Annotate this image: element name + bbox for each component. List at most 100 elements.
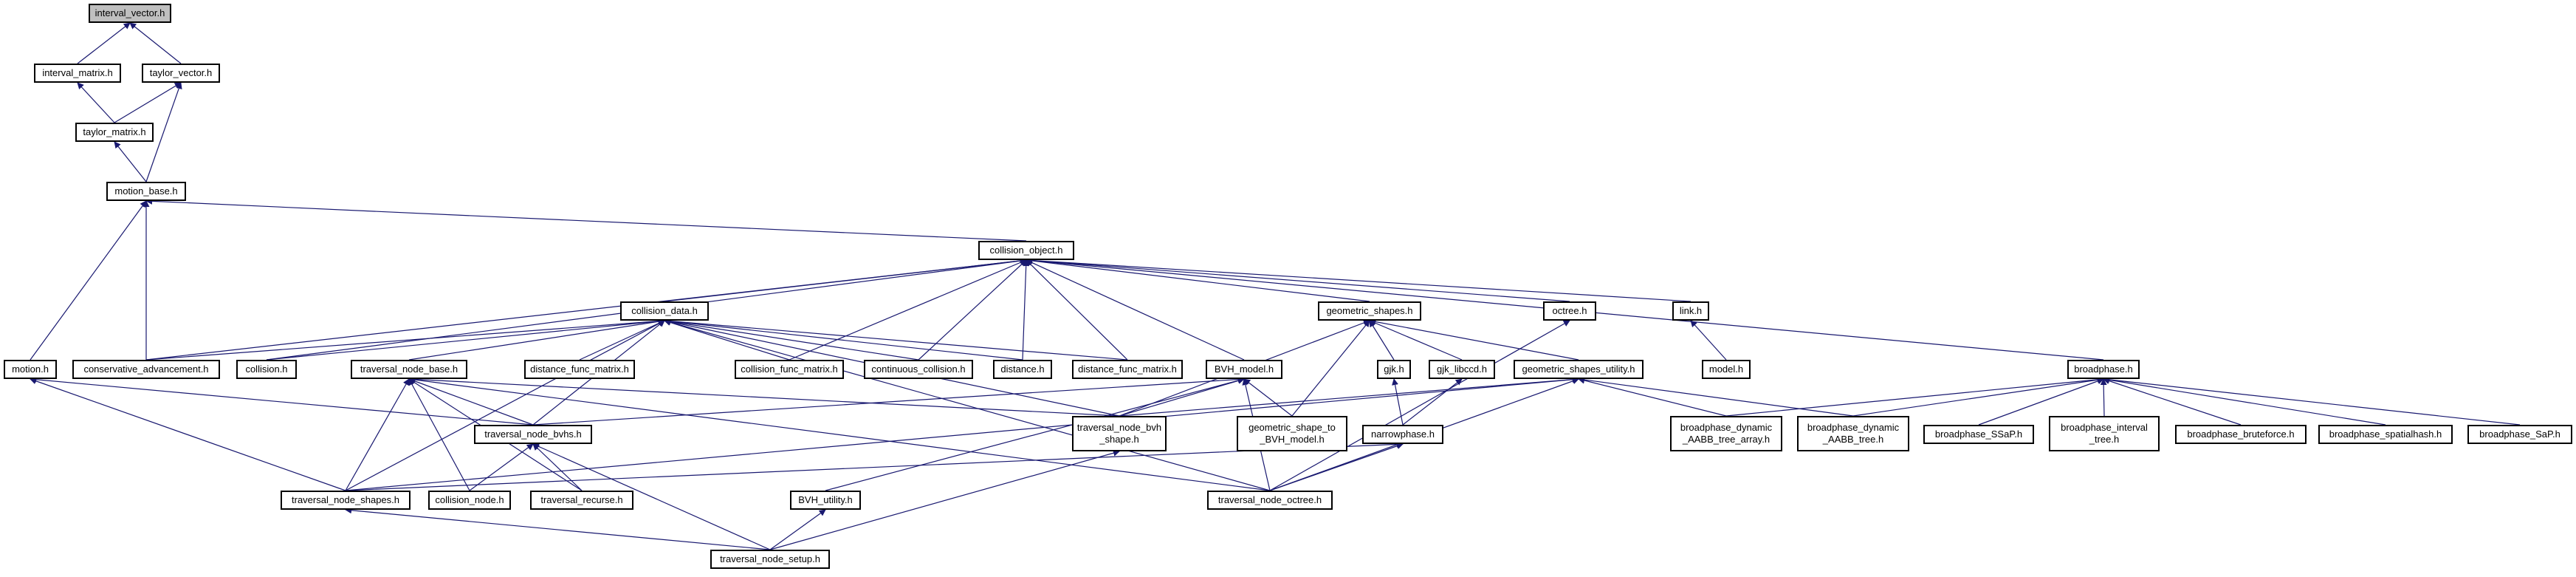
node-collision-object[interactable]: collision_object.h <box>978 241 1074 260</box>
node-collision[interactable]: collision.h <box>236 360 297 379</box>
edge-continuous-collision-to-collision-data <box>664 318 919 361</box>
node-interval-matrix[interactable]: interval_matrix.h <box>34 64 121 83</box>
edge-broadphase-ssap-to-broadphase <box>1978 378 2104 426</box>
node-continuous-collision[interactable]: continuous_collision.h <box>864 360 973 379</box>
node-broadphase-interval-tree[interactable]: broadphase_interval _tree.h <box>2049 416 2160 451</box>
node-gjk[interactable]: gjk.h <box>1377 360 1411 379</box>
dependency-edges <box>30 22 2521 550</box>
node-distance-func-matrix[interactable]: distance_func_matrix.h <box>524 360 635 379</box>
edge-traversal-node-octree-to-narrowphase <box>1269 443 1404 491</box>
edge-distance-func-matrix-2-to-collision-data <box>664 318 1128 361</box>
node-traversal-node-shapes[interactable]: traversal_node_shapes.h <box>281 491 411 510</box>
edge-narrowphase-to-gjk <box>1392 378 1404 426</box>
node-traversal-node-bvhs[interactable]: traversal_node_bvhs.h <box>474 425 592 444</box>
edge-traversal-node-bvh-shape-to-bvh-model <box>1119 377 1245 417</box>
edge-traversal-node-shapes-to-narrowphase <box>345 440 1404 491</box>
edge-motion-base-to-taylor-vector <box>145 82 182 182</box>
edge-continuous-collision-to-collision-object <box>918 259 1027 361</box>
edge-conservative-advancement-to-collision-object <box>145 257 1027 361</box>
edge-geometric-shapes-utility-to-geometric-shapes <box>1369 318 1579 361</box>
node-motion-base[interactable]: motion_base.h <box>106 182 186 201</box>
edge-conservative-advancement-to-collision-data <box>145 318 665 361</box>
edge-link-to-collision-object <box>1026 257 1691 302</box>
edge-interval-matrix-to-interval-vector <box>77 22 131 64</box>
edge-traversal-node-shapes-to-traversal-node-base <box>345 378 410 491</box>
node-traversal-node-bvh-shape[interactable]: traversal_node_bvh _shape.h <box>1072 416 1167 451</box>
edge-broadphase-interval-tree-to-broadphase <box>2100 378 2107 417</box>
node-geometric-shapes[interactable]: geometric_shapes.h <box>1318 301 1421 321</box>
node-interval-vector[interactable]: interval_vector.h <box>89 4 171 23</box>
edge-traversal-node-octree-to-traversal-node-base <box>408 376 1271 491</box>
node-conservative-advancement[interactable]: conservative_advancement.h <box>72 360 220 379</box>
node-broadphase-spatialhash[interactable]: broadphase_spatialhash.h <box>2318 425 2453 444</box>
node-gjk-libccd[interactable]: gjk_libccd.h <box>1429 360 1495 379</box>
node-broadphase-dynamic-aabb-tree[interactable]: broadphase_dynamic _AABB_tree.h <box>1797 416 1909 451</box>
edge-broadphase-sap-to-broadphase <box>2103 376 2521 426</box>
edge-traversal-node-bvhs-to-traversal-node-base <box>408 378 534 426</box>
edge-traversal-recurse-to-traversal-node-bvhs <box>532 443 583 491</box>
node-distance[interactable]: distance.h <box>993 360 1052 379</box>
node-broadphase[interactable]: broadphase.h <box>2067 360 2140 379</box>
edge-taylor-matrix-to-taylor-vector <box>114 82 182 123</box>
node-taylor-matrix[interactable]: taylor_matrix.h <box>75 123 154 142</box>
node-traversal-recurse[interactable]: traversal_recurse.h <box>530 491 633 510</box>
edge-distance-func-matrix-to-collision-data <box>579 320 665 361</box>
edge-traversal-node-setup-to-bvh-utility <box>769 509 826 550</box>
edge-taylor-vector-to-interval-vector <box>129 22 182 64</box>
edge-traversal-node-base-to-collision-data <box>408 318 665 361</box>
node-octree[interactable]: octree.h <box>1543 301 1596 321</box>
node-link[interactable]: link.h <box>1672 301 1709 321</box>
node-collision-data[interactable]: collision_data.h <box>620 301 709 321</box>
edge-geometric-shapes-to-collision-object <box>1026 257 1370 302</box>
edge-distance-func-matrix-2-to-collision-object <box>1026 259 1128 361</box>
node-geometric-shape-to-bvh-model[interactable]: geometric_shape_to _BVH_model.h <box>1237 416 1347 451</box>
node-collision-func-matrix[interactable]: collision_func_matrix.h <box>735 360 844 379</box>
node-traversal-node-octree[interactable]: traversal_node_octree.h <box>1207 491 1333 510</box>
node-traversal-node-setup[interactable]: traversal_node_setup.h <box>710 550 830 569</box>
edge-bvh-utility-to-bvh-model <box>825 377 1245 491</box>
edge-collision-object-to-motion-base <box>145 197 1027 242</box>
edge-distance-to-collision-object <box>1022 259 1030 361</box>
edge-traversal-node-setup-to-traversal-node-shapes <box>345 507 771 550</box>
edge-model-to-link <box>1690 320 1727 361</box>
edge-gjk-libccd-to-geometric-shapes <box>1369 320 1463 361</box>
node-narrowphase[interactable]: narrowphase.h <box>1362 425 1443 444</box>
edge-broadphase-dynamic-aabb-tree-to-broadphase <box>1852 376 2104 417</box>
edge-collision-node-to-traversal-node-bvhs <box>469 443 534 491</box>
node-motion[interactable]: motion.h <box>4 360 57 379</box>
edge-motion-to-motion-base <box>30 200 147 361</box>
edge-geometric-shape-to-bvh-model-to-geometric-shapes <box>1291 320 1370 417</box>
edge-collision-func-matrix-to-collision-data <box>664 319 790 361</box>
edge-traversal-node-bvh-shape-to-geometric-shapes-utility <box>1119 376 1579 417</box>
edge-traversal-node-bvh-shape-to-traversal-node-base <box>408 375 1120 417</box>
edge-traversal-node-octree-to-collision-data <box>664 318 1271 491</box>
node-broadphase-ssap[interactable]: broadphase_SSaP.h <box>1923 425 2034 444</box>
edge-octree-to-collision-object <box>1026 257 1570 302</box>
edge-broadphase-spatialhash-to-broadphase <box>2103 376 2386 426</box>
node-broadphase-bruteforce[interactable]: broadphase_bruteforce.h <box>2175 425 2307 444</box>
edge-traversal-node-bvhs-to-bvh-model <box>532 376 1245 426</box>
edge-traversal-node-setup-to-traversal-node-bvh-shape <box>769 449 1120 550</box>
node-traversal-node-base[interactable]: traversal_node_base.h <box>351 360 467 379</box>
edge-broadphase-dynamic-aabb-tree-to-geometric-shapes-utility <box>1578 376 1854 417</box>
node-collision-node[interactable]: collision_node.h <box>428 491 511 510</box>
node-broadphase-dynamic-aabb-tree-array[interactable]: broadphase_dynamic _AABB_tree_array.h <box>1670 416 1782 451</box>
node-model[interactable]: model.h <box>1702 360 1751 379</box>
edge-traversal-node-shapes-to-motion <box>30 378 346 491</box>
edge-traversal-node-shapes-to-collision-data <box>345 320 665 491</box>
edge-broadphase-dynamic-aabb-tree-array-to-broadphase <box>1725 376 2104 417</box>
edge-traversal-node-setup-to-traversal-node-bvhs <box>532 443 771 550</box>
edge-geometric-shape-to-bvh-model-to-bvh-model <box>1243 378 1293 417</box>
node-broadphase-sap[interactable]: broadphase_SaP.h <box>2467 425 2572 444</box>
node-geometric-shapes-utility[interactable]: geometric_shapes_utility.h <box>1514 360 1644 379</box>
edge-collision-node-to-traversal-node-base <box>408 378 470 491</box>
node-bvh-model[interactable]: BVH_model.h <box>1206 360 1282 379</box>
edge-distance-to-collision-data <box>664 318 1023 361</box>
edge-collision-to-collision-data <box>266 318 665 361</box>
node-taylor-vector[interactable]: taylor_vector.h <box>142 64 220 83</box>
edge-traversal-node-shapes-to-geometric-shapes-utility <box>345 376 1579 491</box>
node-distance-func-matrix-2[interactable]: distance_func_matrix.h <box>1072 360 1183 379</box>
edge-traversal-node-octree-to-octree <box>1269 320 1570 491</box>
node-bvh-utility[interactable]: BVH_utility.h <box>790 491 861 510</box>
